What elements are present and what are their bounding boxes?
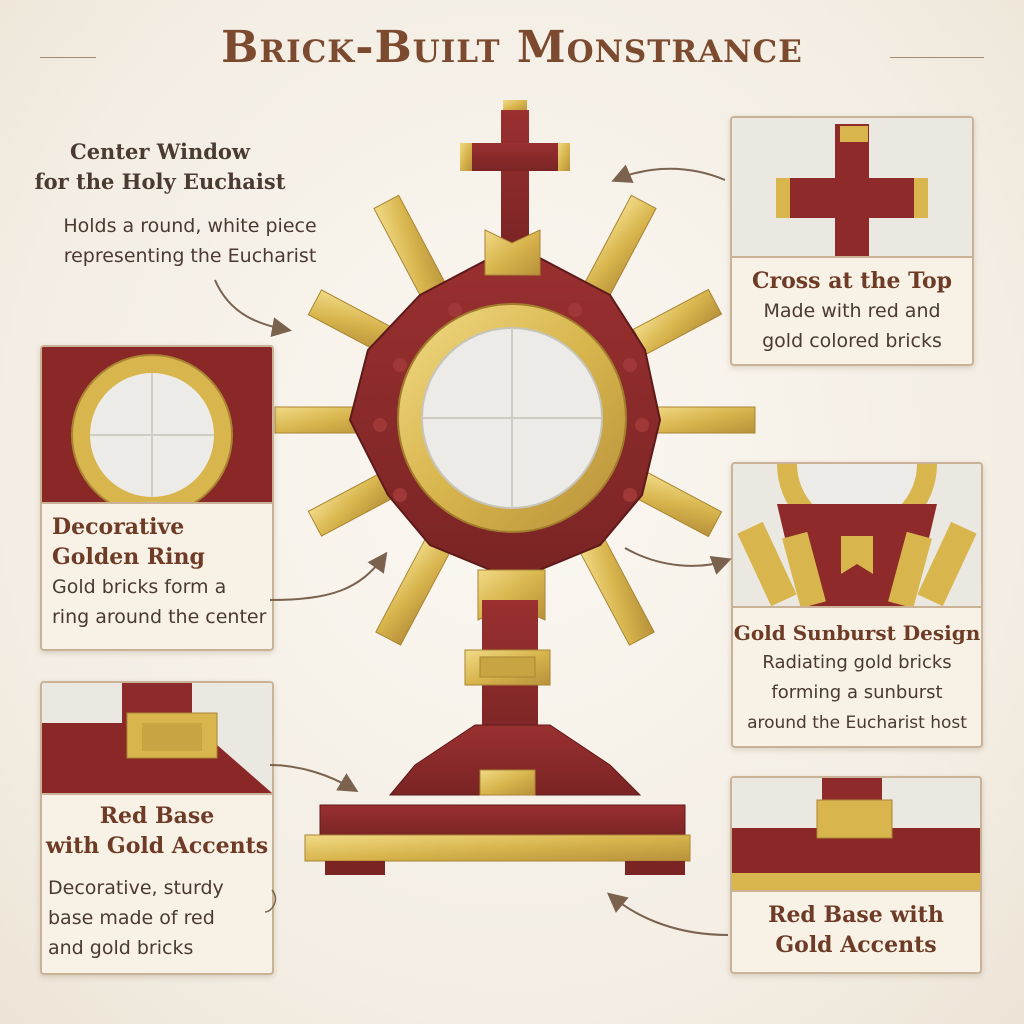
cross-top [460,100,570,250]
center-window-text: Holds a round, white piece representing … [30,211,350,271]
cross-text-line2: gold colored bricks [762,330,942,352]
center-window-heading-line2: for the Holy Euchaist [34,169,286,194]
base-right-card: Red Base with Gold Accents [730,776,982,974]
title-rule-left [40,57,96,58]
base-left-text-line2: base made of red [48,907,215,929]
base-left-photo [42,683,272,795]
sunburst-heading: Gold Sunburst Design [733,621,981,645]
sunburst-text-line3: around the Eucharist host [747,713,967,733]
cross-photo [732,118,972,258]
base-right-heading-line1: Red Base with [768,902,944,928]
center-window-text-line2: representing the Eucharist [63,245,317,267]
sunburst-text-line2: forming a sunburst [771,682,943,703]
ring-heading-line1: Decorative [52,514,185,540]
ring-text-line2: ring around the center [52,606,267,628]
cross-text-line1: Made with red and [763,300,941,322]
base-right-photo [732,778,980,892]
base-left-heading-line1: Red Base [99,803,215,829]
sunburst-photo [733,464,981,608]
base-left-heading-line2: with Gold Accents [45,833,269,859]
cross-card: Cross at the Top Made with red and gold … [730,116,974,366]
cross-heading: Cross at the Top [752,268,952,294]
monstrance-illustration [274,100,756,875]
sunburst-text-line1: Radiating gold bricks [762,652,952,673]
red-base [304,724,691,875]
ring-heading-line2: Golden Ring [52,544,205,570]
ring-card: Decorative Golden Ring Gold bricks form … [40,345,274,651]
page-title: Brick-Built Monstrance [221,22,803,73]
center-window-heading-line1: Center Window [69,139,250,164]
base-left-text-line1: Decorative, sturdy [48,877,224,899]
arrow-base-right [606,892,729,936]
ring-text-line1: Gold bricks form a [52,576,227,598]
sunburst-card: Gold Sunburst Design Radiating gold bric… [731,462,983,748]
center-window-text-line1: Holds a round, white piece [63,215,317,237]
ring-photo [42,347,272,504]
center-window-heading: Center Window for the Holy Euchaist [30,137,290,197]
base-left-text-line3: and gold bricks [48,937,194,959]
title-rule-right [890,57,984,58]
base-left-card: Red Base with Gold Accents Decorative, s… [40,681,274,975]
sunburst-rays [274,194,756,646]
base-right-heading-line2: Gold Accents [775,932,937,958]
